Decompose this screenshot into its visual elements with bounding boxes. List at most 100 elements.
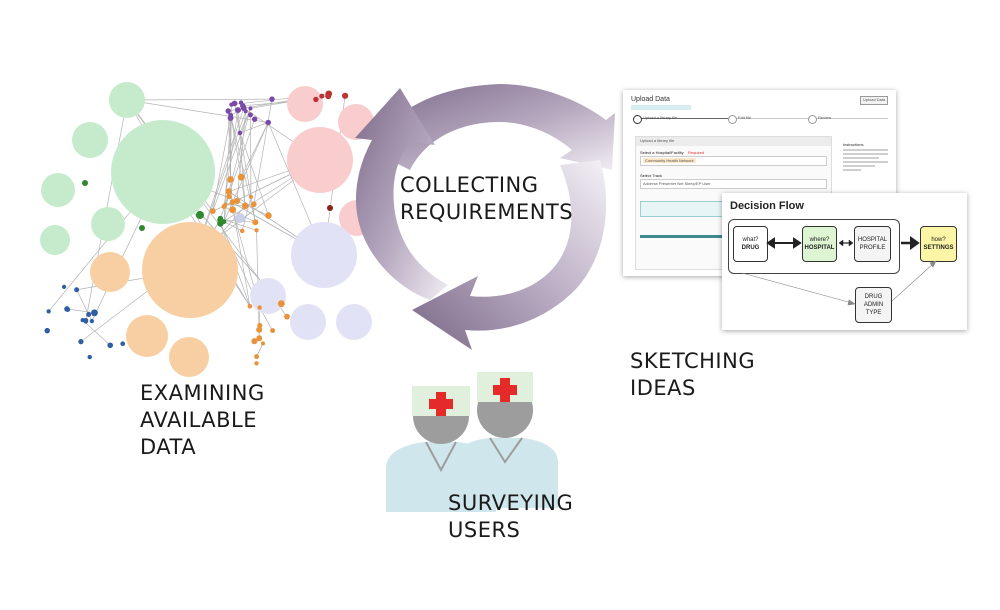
network-dot xyxy=(74,287,80,293)
network-dot xyxy=(233,197,241,205)
network-dot xyxy=(257,305,262,310)
network-edge xyxy=(236,111,247,202)
network-dot xyxy=(251,116,258,122)
cluster-node-17 xyxy=(336,304,372,340)
label-surveying-users: SURVEYING USERS xyxy=(448,490,573,544)
node-settings-q: how? xyxy=(931,237,946,243)
network-dot xyxy=(227,176,234,183)
label-sketching-ideas: SKETCHING IDEAS xyxy=(630,348,755,402)
stepper: Upload a library file Edit file Review xyxy=(633,115,888,124)
progress-track xyxy=(640,235,790,238)
network-dot xyxy=(325,93,332,100)
node-settings[interactable]: how? SETTINGS xyxy=(920,226,957,262)
network-dot xyxy=(313,96,319,103)
network-dot xyxy=(341,92,349,99)
network-dot xyxy=(229,102,234,107)
node-hospital[interactable]: where? HOSPITAL xyxy=(802,226,837,262)
nurse-front xyxy=(386,386,496,512)
cluster-node-6 xyxy=(40,225,70,255)
field1-input[interactable]: Community Health Network xyxy=(640,156,827,166)
network-dot xyxy=(223,202,228,207)
network-dot xyxy=(82,180,88,186)
network-dot xyxy=(250,201,257,208)
nurse-front-cross xyxy=(429,392,453,416)
cluster-node-9 xyxy=(169,337,209,377)
node-admin-label: DRUG ADMIN TYPE xyxy=(863,294,884,316)
node-hospital-profile[interactable]: HOSPITAL PROFILE xyxy=(854,226,891,262)
field2-input[interactable]: Adverse Presenter Net Sleep/EP User xyxy=(640,179,827,189)
info-bar xyxy=(631,105,691,110)
node-admin-type[interactable]: DRUG ADMIN TYPE xyxy=(855,287,892,323)
label-collecting-line2: REQUIREMENTS xyxy=(400,200,574,224)
label-examining-line3: DATA xyxy=(140,435,197,459)
network-dot xyxy=(256,326,263,333)
label-collecting-requirements: COLLECTING REQUIREMENTS xyxy=(400,172,573,226)
network-dot xyxy=(248,106,253,111)
network-dot xyxy=(86,312,92,318)
network-dot xyxy=(44,327,50,334)
network-dot xyxy=(64,306,70,312)
network-edge xyxy=(253,99,273,205)
upload-button-label: Upload Data xyxy=(863,97,886,102)
network-edge xyxy=(236,200,269,216)
network-dot xyxy=(257,322,263,328)
decision-flow-connectors xyxy=(741,236,937,306)
form-header xyxy=(636,137,831,146)
step-3[interactable] xyxy=(808,115,817,124)
node-settings-label: SETTINGS xyxy=(923,245,954,251)
network-dot xyxy=(238,100,244,105)
step-1[interactable] xyxy=(633,115,642,124)
step-1-label: Upload a library file xyxy=(643,115,678,120)
cluster-node-16 xyxy=(290,304,326,340)
network-dot xyxy=(284,313,290,320)
step-3-label: Review xyxy=(818,115,832,120)
network-dot xyxy=(254,354,260,360)
cycle-arrow-top xyxy=(370,84,615,170)
field2-value: Adverse Presenter Net Sleep/EP User xyxy=(643,181,711,186)
network-dot xyxy=(120,341,126,347)
network-dot xyxy=(229,206,237,214)
cluster-node-10 xyxy=(287,127,353,193)
cluster-node-8 xyxy=(126,315,168,357)
network-dot xyxy=(107,342,114,349)
network-dot xyxy=(252,219,259,226)
upload-button[interactable]: Upload Data xyxy=(860,96,888,105)
network-dot xyxy=(229,199,234,204)
cycle-arrows xyxy=(355,84,615,350)
cluster-node-1 xyxy=(142,222,238,318)
network-dot xyxy=(91,309,98,317)
label-surveying-line2: USERS xyxy=(448,518,521,542)
network-dot xyxy=(78,338,84,345)
node-drug-label: DRUG xyxy=(741,245,760,251)
network-edge xyxy=(230,115,242,178)
network-dot xyxy=(265,212,272,219)
progress-fill xyxy=(640,235,730,238)
network-dot xyxy=(254,228,259,233)
nurse-back-collar xyxy=(489,437,523,464)
field1-chip[interactable]: Community Health Network xyxy=(643,158,696,163)
network-dot xyxy=(234,107,241,114)
node-drug[interactable]: what? DRUG xyxy=(733,226,768,262)
network-dot xyxy=(237,173,245,181)
nurse-back-cross xyxy=(493,378,517,402)
cluster-node-4 xyxy=(41,173,75,207)
cluster-node-11 xyxy=(287,86,323,122)
label-collecting-line1: COLLECTING xyxy=(400,173,539,197)
network-dot xyxy=(139,225,145,231)
network-dot xyxy=(61,284,67,290)
network-dot xyxy=(87,354,92,360)
network-dot xyxy=(248,194,253,199)
node-hospital-label: HOSPITAL xyxy=(804,245,835,251)
instructions-text xyxy=(843,149,888,171)
network-dot xyxy=(241,202,249,210)
network-edge xyxy=(241,196,252,231)
instructions-title: Instructions xyxy=(843,142,864,147)
nurse-front-body xyxy=(386,442,496,512)
cycle-arrow-left xyxy=(355,88,448,300)
network-dot xyxy=(196,211,204,219)
network-clusters xyxy=(40,82,375,377)
step-2[interactable] xyxy=(728,115,737,124)
network-dot xyxy=(270,328,276,334)
network-dot xyxy=(247,303,253,309)
